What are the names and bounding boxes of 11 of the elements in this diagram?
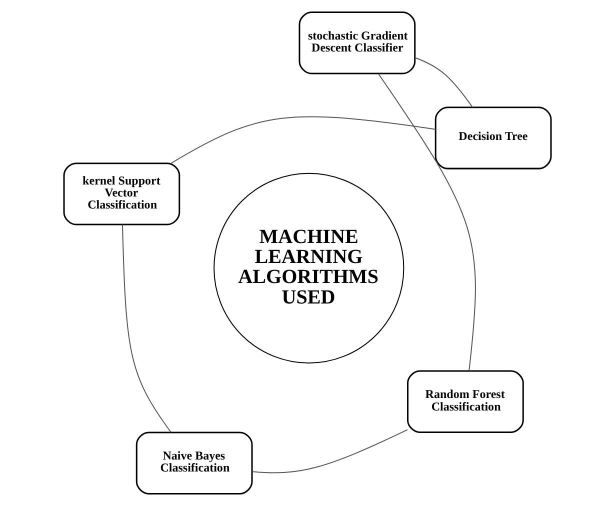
node-circle: MACHINE LEARNING ALGORITHMS USED (214, 172, 404, 364)
connector (414, 57, 473, 108)
node-box: Decision Tree (434, 106, 552, 170)
connector (252, 429, 408, 474)
node-box: kernel Support Vector Classification (63, 162, 180, 226)
node-box: Naive Bayes Classification (136, 432, 253, 494)
connector (378, 74, 476, 371)
connector (171, 116, 436, 164)
node-box: Random Forest Classification (407, 370, 524, 433)
node-box: stochastic Gradient Descent Classifier (298, 12, 416, 74)
connector (122, 224, 172, 432)
